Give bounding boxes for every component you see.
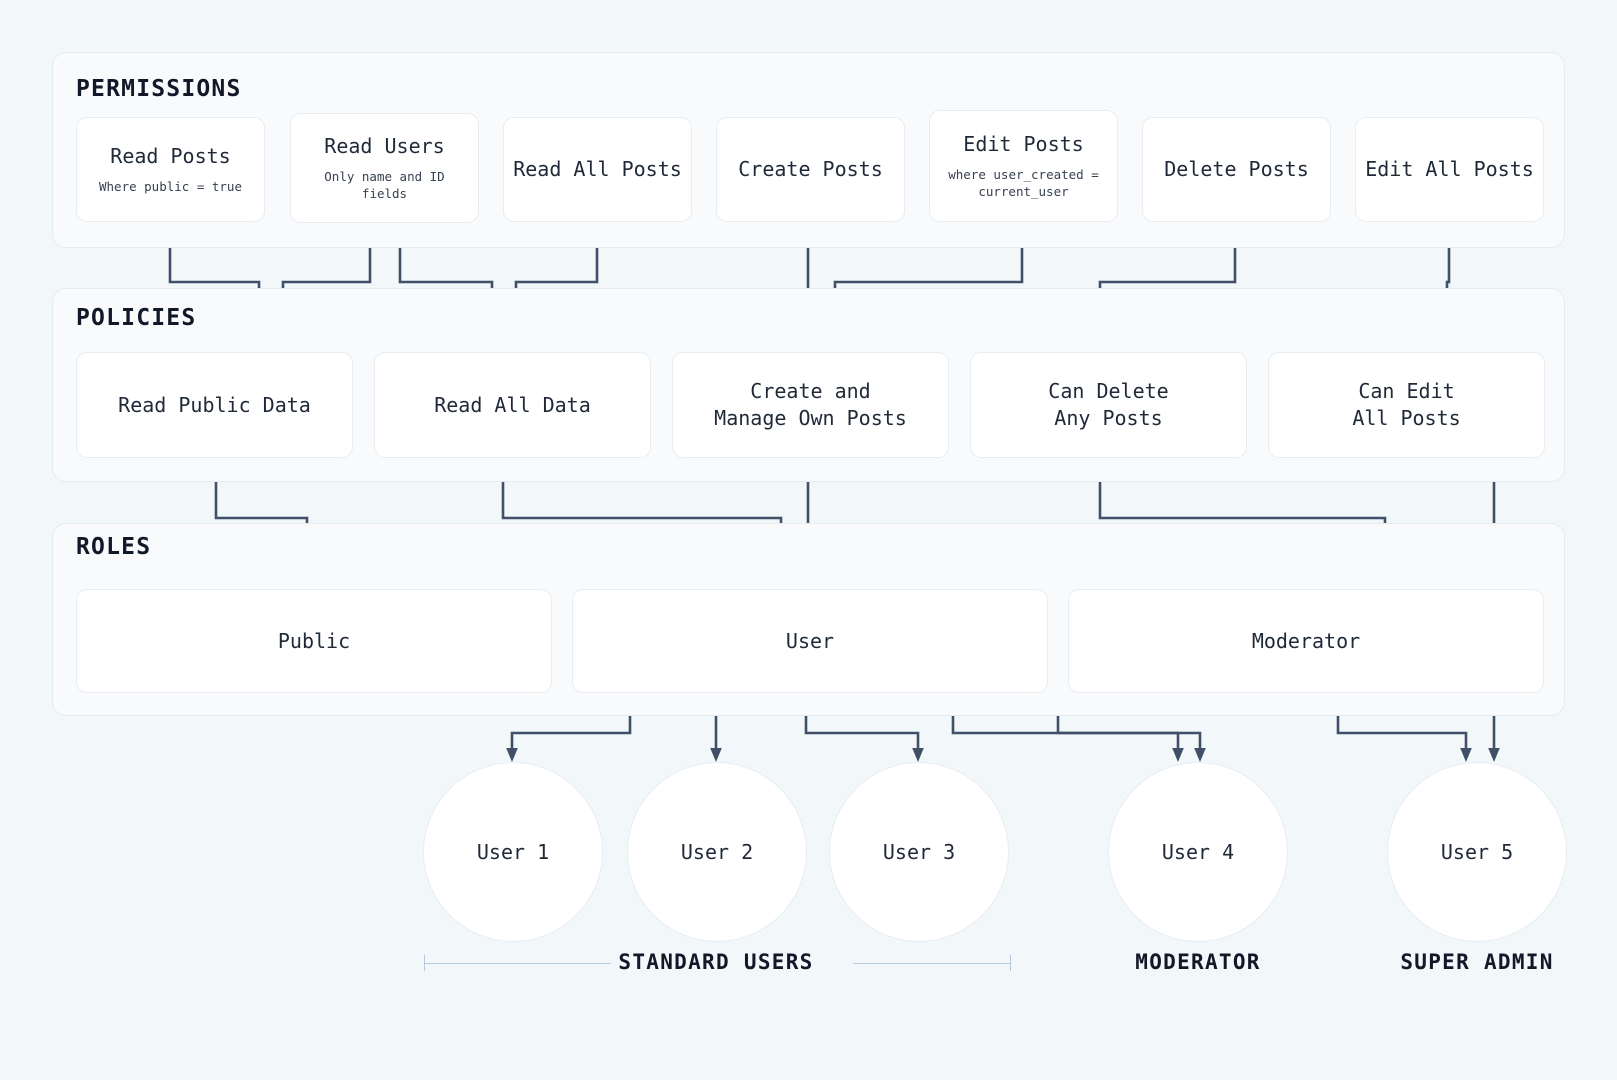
standard-users-bracket-right	[853, 963, 1010, 964]
permission-card-create-posts[interactable]: Create Posts	[716, 117, 905, 222]
permission-title: Read Users	[324, 134, 445, 159]
permission-title: Read All Posts	[513, 157, 682, 181]
permission-card-read-posts[interactable]: Read Posts Where public = true	[76, 117, 265, 222]
user-node-user-5[interactable]: User 5	[1387, 762, 1567, 942]
user-label: User 2	[680, 840, 754, 864]
role-title: Public	[277, 628, 351, 653]
permission-subtitle: Only name and ID fields	[324, 169, 445, 201]
role-card-moderator[interactable]: Moderator	[1068, 589, 1544, 693]
user-node-user-4[interactable]: User 4	[1108, 762, 1288, 942]
user-node-user-2[interactable]: User 2	[627, 762, 807, 942]
standard-users-bracket-left	[424, 963, 611, 964]
roles-section-title: ROLES	[76, 534, 152, 560]
permission-card-edit-all-posts[interactable]: Edit All Posts	[1355, 117, 1544, 222]
permissions-section-title: PERMISSIONS	[76, 76, 242, 102]
permission-card-read-users[interactable]: Read Users Only name and ID fields	[290, 113, 479, 223]
permission-card-delete-posts[interactable]: Delete Posts	[1142, 117, 1331, 222]
standard-users-bracket-right-cap	[1010, 955, 1011, 971]
role-card-public[interactable]: Public	[76, 589, 552, 693]
permission-card-read-all-posts[interactable]: Read All Posts	[503, 117, 692, 222]
role-title: User	[785, 628, 835, 653]
permission-title: Read Posts	[110, 144, 231, 169]
user-node-user-3[interactable]: User 3	[829, 762, 1009, 942]
group-label-super-admin: SUPER ADMIN	[1400, 950, 1554, 974]
policy-card-create-manage-own[interactable]: Create and Manage Own Posts	[672, 352, 949, 458]
policy-card-read-all-data[interactable]: Read All Data	[374, 352, 651, 458]
group-label-moderator: MODERATOR	[1135, 950, 1261, 974]
user-label: User 1	[476, 840, 550, 864]
permission-title: Create Posts	[738, 157, 883, 181]
policy-title: Can Delete Any Posts	[1048, 379, 1169, 430]
policy-title: Read Public Data	[118, 392, 311, 417]
policy-title: Can Edit All Posts	[1352, 379, 1461, 430]
group-label-standard-users: STANDARD USERS	[618, 950, 814, 974]
user-label: User 5	[1440, 840, 1514, 864]
policies-section-title: POLICIES	[76, 305, 197, 331]
permission-title: Edit Posts	[963, 132, 1084, 157]
policy-title: Read All Data	[434, 392, 591, 417]
policy-card-read-public-data[interactable]: Read Public Data	[76, 352, 353, 458]
policy-card-can-delete-any[interactable]: Can Delete Any Posts	[970, 352, 1247, 458]
user-node-user-1[interactable]: User 1	[423, 762, 603, 942]
policy-card-can-edit-all[interactable]: Can Edit All Posts	[1268, 352, 1545, 458]
permission-subtitle: where user_created = current_user	[948, 167, 1099, 199]
role-title: Moderator	[1251, 628, 1361, 653]
permission-title: Delete Posts	[1164, 157, 1309, 181]
permission-card-edit-posts[interactable]: Edit Posts where user_created = current_…	[929, 110, 1118, 222]
user-label: User 3	[882, 840, 956, 864]
permission-title: Edit All Posts	[1365, 157, 1534, 181]
permission-subtitle: Where public = true	[99, 179, 242, 195]
role-card-user[interactable]: User	[572, 589, 1048, 693]
user-label: User 4	[1161, 840, 1235, 864]
policy-title: Create and Manage Own Posts	[714, 379, 907, 430]
